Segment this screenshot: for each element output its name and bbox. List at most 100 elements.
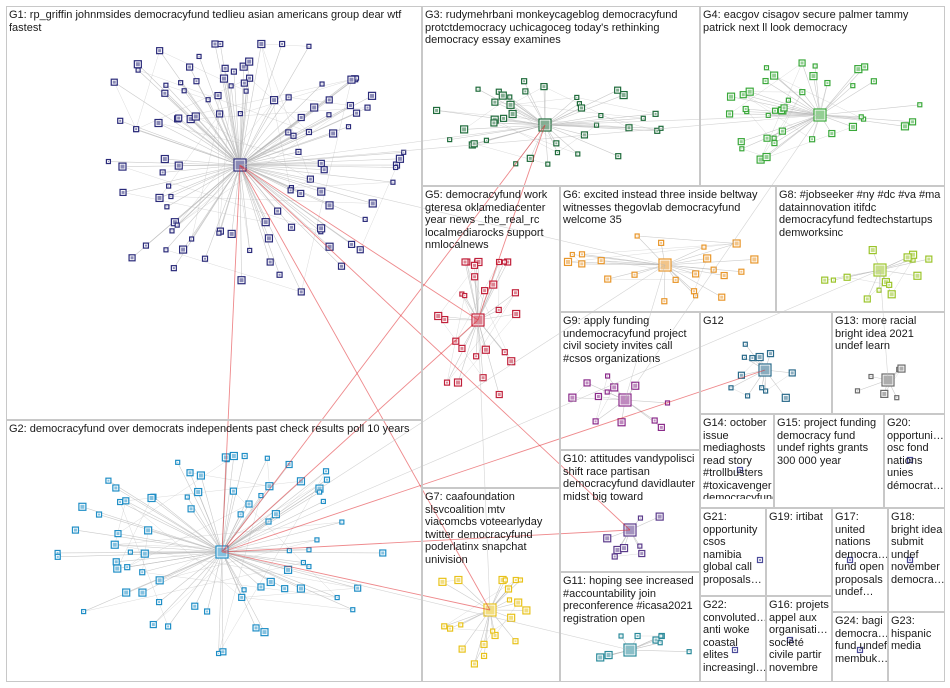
node-fill xyxy=(909,559,911,561)
edge xyxy=(455,261,500,342)
node-fill xyxy=(693,290,696,293)
node-fill xyxy=(654,112,657,115)
node-fill xyxy=(619,420,624,425)
edge xyxy=(595,387,615,422)
node-fill xyxy=(510,112,515,117)
edge xyxy=(239,99,275,166)
edge xyxy=(221,501,324,553)
edge xyxy=(221,539,317,553)
edge xyxy=(464,261,479,321)
node-fill xyxy=(290,225,294,229)
node-fill xyxy=(773,137,775,139)
node-fill xyxy=(513,291,517,295)
node-fill xyxy=(170,196,172,198)
node-fill xyxy=(852,85,854,87)
edge xyxy=(891,259,913,295)
edge xyxy=(221,269,881,553)
node-fill xyxy=(615,547,620,552)
node-fill xyxy=(331,131,336,136)
node-fill xyxy=(243,589,245,591)
node-fill xyxy=(114,560,118,564)
node-fill xyxy=(126,566,129,569)
node-fill xyxy=(508,102,513,107)
node-fill xyxy=(223,66,227,70)
node-fill xyxy=(464,295,466,297)
group-label-g7: G7: caafoundation slsvcoalition mtv viac… xyxy=(425,491,543,566)
node-fill xyxy=(460,647,464,651)
group-label-g19: G19: irtibat xyxy=(769,511,823,523)
node-fill xyxy=(482,642,486,646)
node-fill xyxy=(121,190,125,194)
node-fill xyxy=(288,550,290,552)
node-fill xyxy=(811,74,816,79)
edge xyxy=(239,164,666,266)
node-fill xyxy=(463,260,467,264)
node-fill xyxy=(116,532,120,536)
node-fill xyxy=(636,235,638,237)
node-fill xyxy=(919,104,921,106)
node-fill xyxy=(381,551,385,555)
edge xyxy=(239,164,342,267)
node-fill xyxy=(114,486,118,490)
node-fill xyxy=(443,318,447,322)
edge xyxy=(544,118,644,126)
edge xyxy=(239,133,334,166)
node-fill xyxy=(744,108,747,111)
node-fill xyxy=(183,90,185,92)
node-fill xyxy=(161,171,164,174)
node-fill xyxy=(475,355,478,358)
node-fill xyxy=(460,624,462,626)
node-fill xyxy=(743,356,745,358)
node-fill xyxy=(616,88,620,92)
node-fill xyxy=(703,246,705,248)
node-fill xyxy=(856,390,858,392)
node-fill xyxy=(774,109,777,112)
group-label-g18: G18: bright idea submit undef november d… xyxy=(891,511,944,586)
node-fill xyxy=(286,567,291,572)
edge xyxy=(221,551,242,598)
node-fill xyxy=(660,241,663,244)
node-fill xyxy=(403,151,405,153)
group-label-g6: G6: excited instead three inside beltway… xyxy=(563,189,758,226)
group-box-g24 xyxy=(832,612,888,682)
node-fill xyxy=(308,177,312,181)
node-fill xyxy=(241,64,246,69)
edge xyxy=(624,114,821,401)
edge xyxy=(879,258,929,271)
edge xyxy=(544,113,656,126)
node-fill xyxy=(370,201,375,206)
edge xyxy=(239,164,325,171)
edge xyxy=(108,480,223,553)
node-fill xyxy=(171,230,173,232)
node-fill xyxy=(508,599,510,601)
edge xyxy=(153,496,223,553)
node-fill xyxy=(299,115,303,119)
node-fill xyxy=(124,499,128,503)
edge xyxy=(125,500,223,553)
node-fill xyxy=(204,257,207,260)
node-fill xyxy=(801,91,804,94)
group-box-g18 xyxy=(888,508,945,612)
edge xyxy=(729,62,803,115)
group-label-g13: G13: more racial bright idea 2021 undef … xyxy=(835,315,917,352)
node-fill xyxy=(747,395,749,397)
node-fill xyxy=(262,630,267,635)
node-fill xyxy=(659,642,661,644)
edge xyxy=(446,292,516,383)
edge xyxy=(624,264,666,401)
group-box-g19 xyxy=(766,508,832,596)
node-fill xyxy=(195,80,198,83)
node-fill xyxy=(440,579,445,584)
edge xyxy=(167,551,223,627)
node-fill xyxy=(325,470,328,473)
node-fill xyxy=(188,117,193,122)
edge xyxy=(581,254,666,266)
node-fill xyxy=(547,163,549,165)
node-fill xyxy=(302,562,304,564)
node-fill xyxy=(621,93,626,98)
group-label-g12: G12 xyxy=(703,315,724,327)
node-fill xyxy=(889,292,894,297)
node-fill xyxy=(436,314,441,319)
node-fill xyxy=(800,61,804,65)
node-fill xyxy=(395,166,397,168)
